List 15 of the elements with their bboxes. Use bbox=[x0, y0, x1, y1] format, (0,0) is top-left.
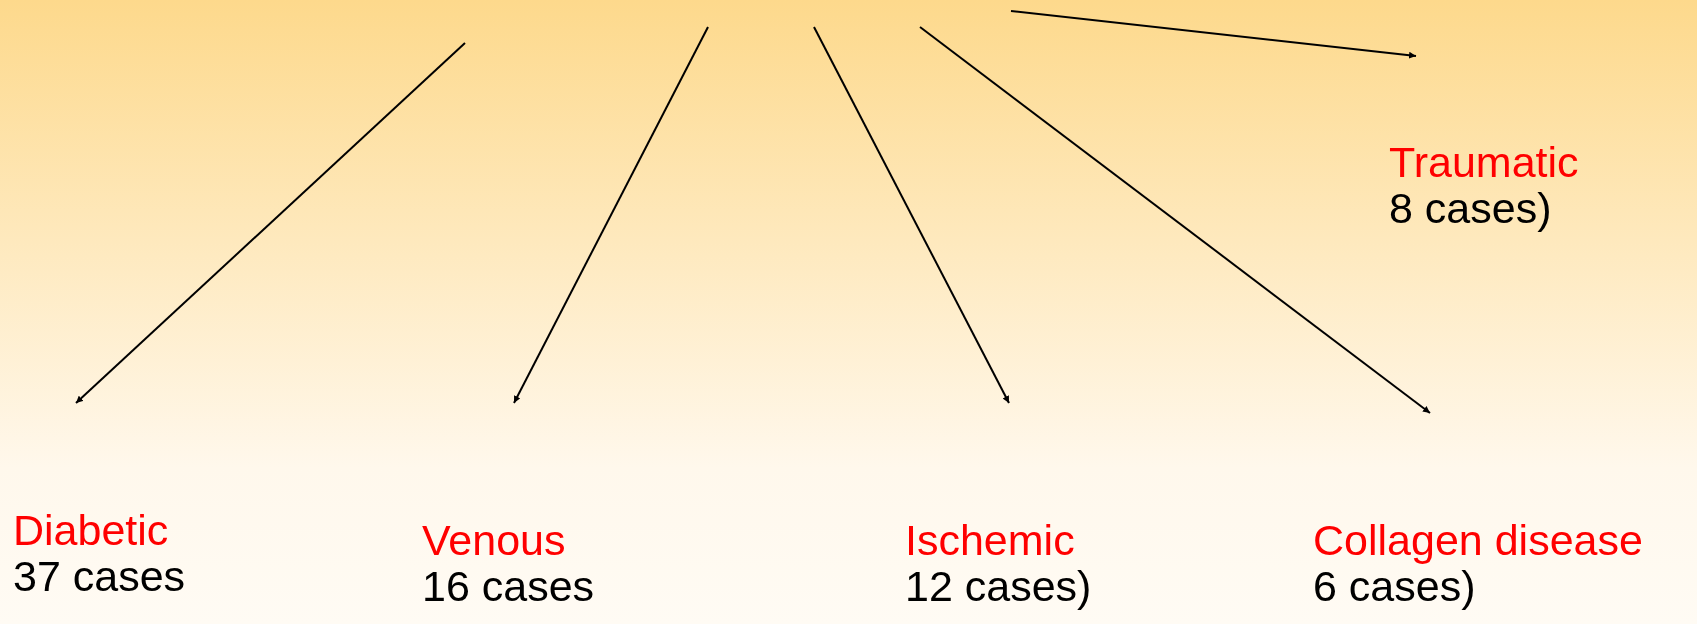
case-count: 6 cases) bbox=[1313, 563, 1476, 609]
case-count: 8 cases) bbox=[1389, 185, 1552, 231]
arrow bbox=[1010, 10, 1417, 59]
case-count: 16 cases bbox=[422, 563, 595, 609]
arrow bbox=[813, 26, 1010, 404]
arrow bbox=[919, 26, 1431, 414]
arrow bbox=[75, 42, 466, 404]
case-count: 12 cases) bbox=[905, 563, 1092, 609]
category-name: Venous bbox=[422, 517, 566, 563]
category-name: Traumatic bbox=[1389, 139, 1579, 185]
category-name: Diabetic bbox=[13, 507, 169, 553]
category-name: Ischemic bbox=[905, 517, 1075, 563]
case-count: 37 cases bbox=[13, 553, 186, 599]
arrow bbox=[513, 26, 709, 404]
category-name: Collagen disease bbox=[1313, 517, 1643, 563]
